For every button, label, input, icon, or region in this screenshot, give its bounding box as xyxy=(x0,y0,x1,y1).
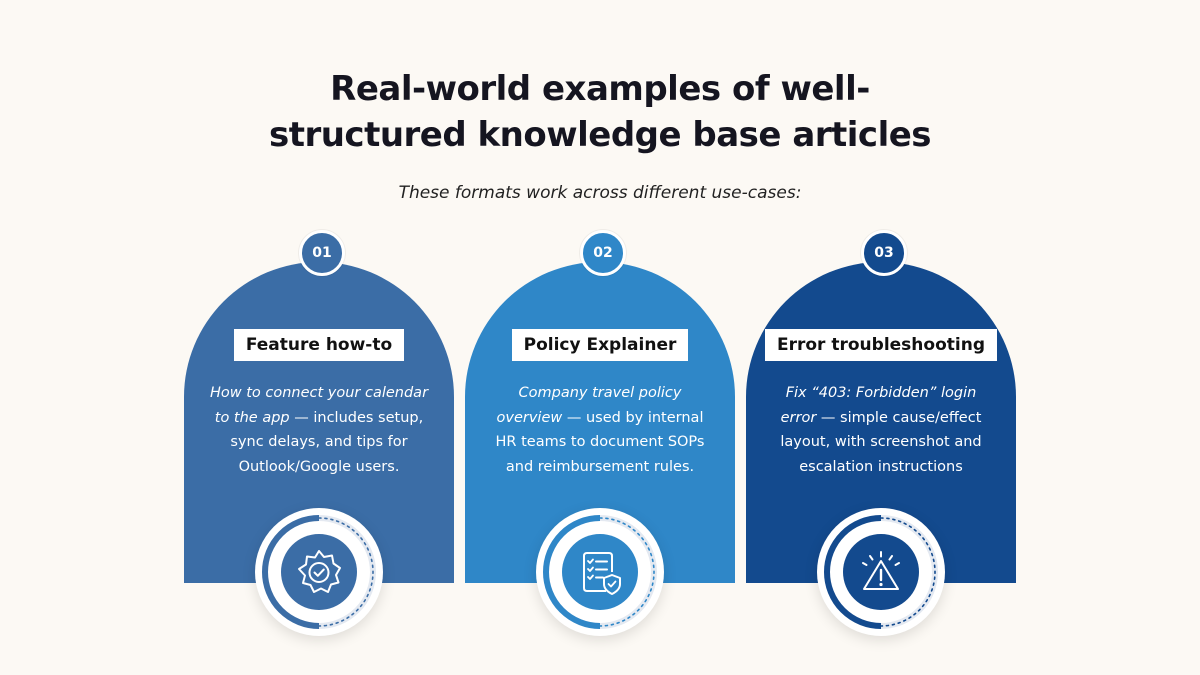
card-description-text: — simple cause/effect layout, with scree… xyxy=(780,409,982,475)
step-number-badge: 02 xyxy=(580,230,626,276)
card-description: Company travel policy overview — used by… xyxy=(485,381,715,479)
card-feature-how-to: 01 Feature how-to How to connect your ca… xyxy=(184,230,454,636)
card-description: How to connect your calendar to the app … xyxy=(204,381,434,479)
title-line-2: structured knowledge base articles xyxy=(268,115,932,155)
step-number-badge: 01 xyxy=(299,230,345,276)
page-title: Real-world examples of well- structured … xyxy=(0,66,1200,158)
warning-triangle-icon xyxy=(862,551,900,590)
icon-badge xyxy=(536,508,664,636)
icon-circle xyxy=(562,534,638,610)
progress-ring xyxy=(824,515,938,629)
step-number-badge: 03 xyxy=(861,230,907,276)
gear-check-icon xyxy=(298,550,341,593)
icon-badge xyxy=(255,508,383,636)
card-label: Policy Explainer xyxy=(511,329,689,361)
card-description-highlight: Company travel policy overview xyxy=(496,385,682,426)
subtitle: These formats work across different use-… xyxy=(398,183,802,203)
card-error-troubleshooting: 03 Error troubleshooting Fix “403: Forbi… xyxy=(746,230,1016,636)
icon-circle xyxy=(843,534,919,610)
card-policy-explainer: 02 Policy Explainer Company travel polic… xyxy=(465,230,735,636)
card-description-highlight: How to connect your calendar to the app xyxy=(209,385,429,426)
title-line-1: Real-world examples of well- xyxy=(330,69,870,109)
icon-badge xyxy=(817,508,945,636)
card-label: Feature how-to xyxy=(233,329,405,361)
card-description-text: — includes setup, sync delays, and tips … xyxy=(230,409,424,475)
icon-circle xyxy=(281,534,357,610)
card-description: Fix “403: Forbidden” login error — simpl… xyxy=(766,381,996,479)
checklist-shield-icon xyxy=(583,552,621,595)
progress-ring xyxy=(543,515,657,629)
card-label: Error troubleshooting xyxy=(765,329,997,361)
card-description-text: — used by internal HR teams to document … xyxy=(495,409,705,475)
progress-ring xyxy=(262,515,376,629)
card-description-highlight: Fix “403: Forbidden” login error xyxy=(780,385,977,426)
